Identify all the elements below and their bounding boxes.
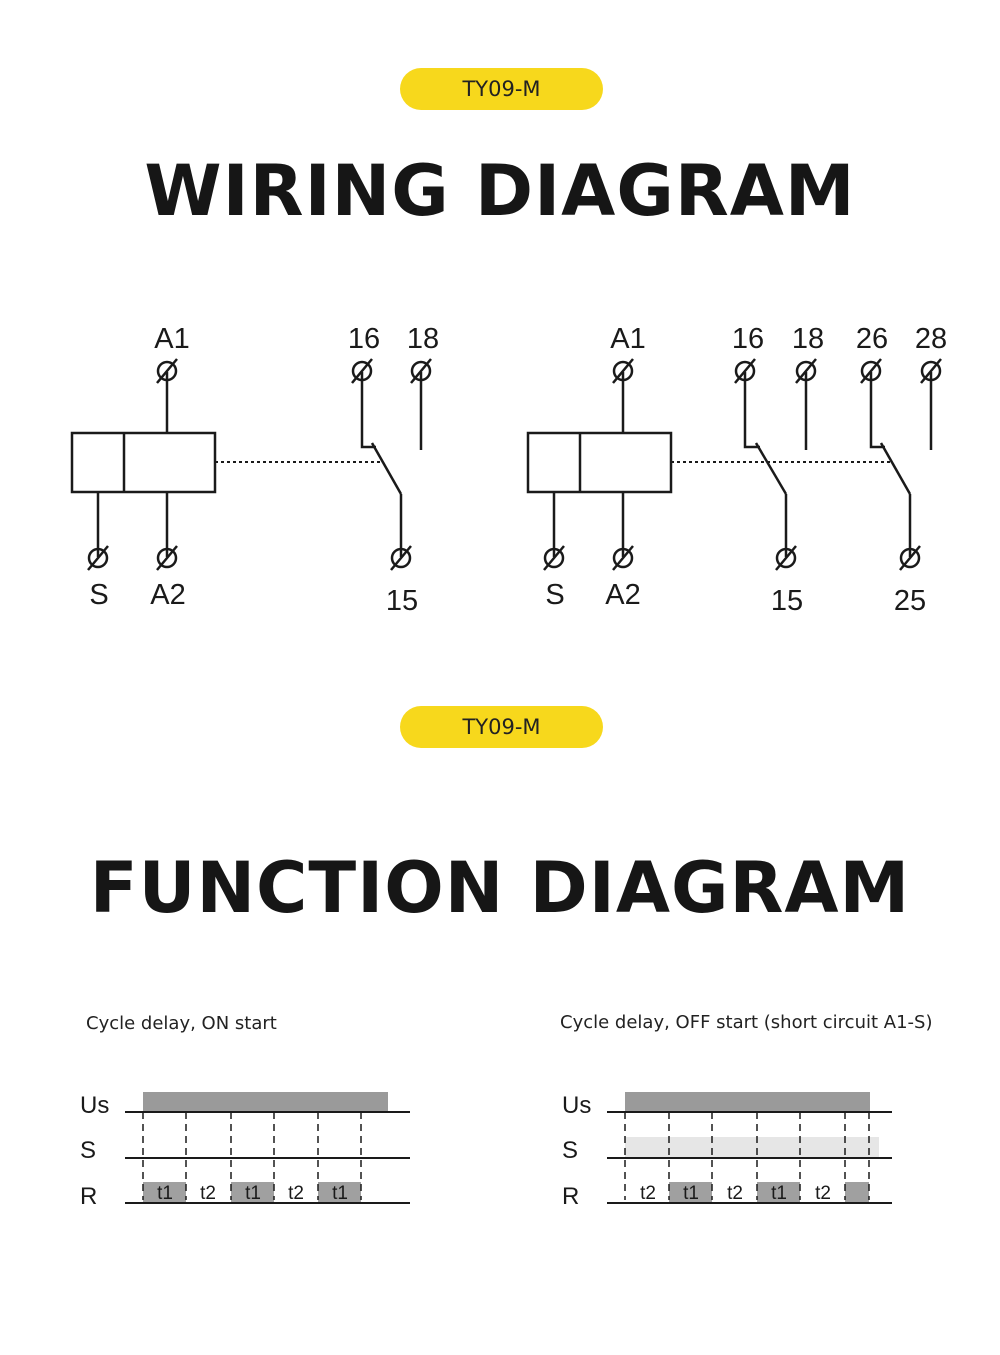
label-15: 15 xyxy=(771,585,803,617)
terminal-s-icon xyxy=(87,545,109,571)
us-signal-bar xyxy=(625,1092,870,1112)
wiring-diagram-title: WIRING DIAGRAM xyxy=(144,150,856,232)
terminal-a2-icon xyxy=(612,545,634,571)
label-a2: A2 xyxy=(605,579,640,611)
timing-on-start: Us S R t1 t2 t1 t2 t1 xyxy=(80,1092,410,1210)
terminal-a2-icon xyxy=(156,545,178,571)
contact-switch-blade xyxy=(370,442,403,495)
contact-switch-blade-2 xyxy=(879,442,912,495)
r-pulse-2 xyxy=(231,1182,274,1202)
terminal-a1-icon xyxy=(612,358,634,384)
interval-label: t2 xyxy=(200,1183,216,1204)
row-label-us: Us xyxy=(562,1092,591,1119)
interval-label: t1 xyxy=(771,1183,787,1204)
row-label-s: S xyxy=(80,1137,96,1164)
s-signal-bar xyxy=(625,1137,879,1157)
contact-26 xyxy=(869,372,885,449)
label-a1: A1 xyxy=(610,323,645,355)
timing-off-start: Us S R t2 t1 t2 t1 t2 xyxy=(562,1092,892,1210)
label-15: 15 xyxy=(386,585,418,617)
label-a1: A1 xyxy=(154,323,189,355)
row-label-r: R xyxy=(80,1183,97,1210)
label-26: 26 xyxy=(856,323,888,355)
interval-label: t2 xyxy=(288,1183,304,1204)
interval-label: t2 xyxy=(815,1183,831,1204)
interval-label: t1 xyxy=(157,1183,173,1204)
label-18: 18 xyxy=(792,323,824,355)
model-badge-middle-label: TY09-M xyxy=(462,715,541,739)
label-16: 16 xyxy=(732,323,764,355)
us-signal-bar xyxy=(143,1092,388,1112)
caption-on-start: Cycle delay, ON start xyxy=(86,1013,277,1034)
terminal-18-icon xyxy=(795,358,817,384)
label-25: 25 xyxy=(894,585,926,617)
label-s: S xyxy=(545,579,564,611)
wiring-diagram-dual: A1 16 18 26 28 S A2 15 25 xyxy=(526,323,947,617)
label-28: 28 xyxy=(915,323,947,355)
label-a2: A2 xyxy=(150,579,185,611)
function-diagram-title: FUNCTION DIAGRAM xyxy=(89,847,911,929)
label-18: 18 xyxy=(407,323,439,355)
terminal-16-icon xyxy=(734,358,756,384)
model-badge-top-label: TY09-M xyxy=(462,77,541,101)
terminal-15-icon xyxy=(775,545,797,571)
terminal-25-icon xyxy=(899,545,921,571)
contact-16 xyxy=(360,372,376,449)
terminal-18-icon xyxy=(410,358,432,384)
caption-off-start: Cycle delay, OFF start (short circuit A1… xyxy=(560,1012,933,1033)
terminal-15-icon xyxy=(390,545,412,571)
r-pulse-1 xyxy=(669,1182,712,1202)
row-label-us: Us xyxy=(80,1092,109,1119)
r-pulse-3 xyxy=(845,1182,869,1202)
interval-label: t1 xyxy=(245,1183,261,1204)
label-16: 16 xyxy=(348,323,380,355)
interval-label: t2 xyxy=(727,1183,743,1204)
terminal-26-icon xyxy=(860,358,882,384)
wiring-diagram-single: A1 16 18 S A2 15 xyxy=(70,323,947,617)
contact-switch-blade-1 xyxy=(754,442,788,495)
contact-16 xyxy=(743,372,760,449)
r-pulse-3 xyxy=(318,1182,361,1202)
model-badge-top: TY09-M xyxy=(400,68,603,110)
interval-label: t1 xyxy=(332,1183,348,1204)
terminal-a1-icon xyxy=(156,358,178,384)
row-label-r: R xyxy=(562,1183,579,1210)
r-pulse-2 xyxy=(757,1182,800,1202)
interval-label: t2 xyxy=(640,1183,656,1204)
model-badge-middle: TY09-M xyxy=(400,706,603,748)
r-pulse-1 xyxy=(143,1182,186,1202)
terminal-s-icon xyxy=(543,545,565,571)
terminal-16-icon xyxy=(351,358,373,384)
label-s: S xyxy=(89,579,108,611)
row-label-s: S xyxy=(562,1137,578,1164)
interval-label: t1 xyxy=(683,1183,699,1204)
terminal-28-icon xyxy=(920,358,942,384)
